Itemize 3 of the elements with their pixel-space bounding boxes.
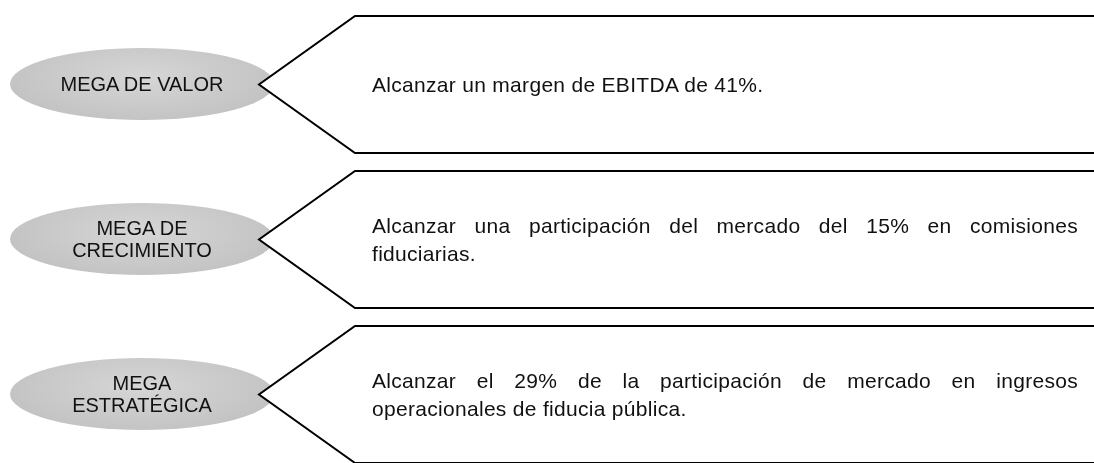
goal-text: Alcanzar el 29% de la participación de mercado en ingresos operacionales de fiducia pública.	[372, 367, 1078, 422]
goal-text: Alcanzar un margen de EBITDA de 41%.	[372, 71, 765, 98]
goal-text: Alcanzar una participación del mercado del 15% en comisiones fiduciarias.	[372, 212, 1078, 267]
